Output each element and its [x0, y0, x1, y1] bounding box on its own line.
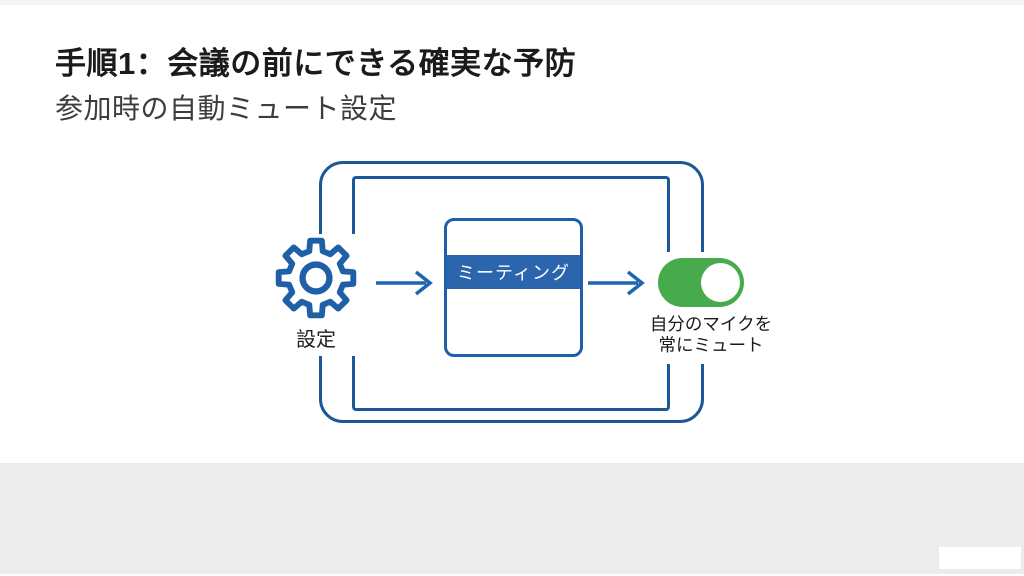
meeting-node: ミーティング [444, 218, 583, 357]
toggle-label-line1: 自分のマイクを [649, 314, 773, 334]
gear-icon [275, 237, 357, 319]
arrow-right-icon [588, 270, 645, 296]
logo-placeholder [939, 547, 1021, 569]
toggle-label-line2: 常にミュート [658, 335, 764, 355]
meeting-label: ミーティング [447, 255, 580, 289]
footer-band [0, 463, 1024, 574]
settings-node: 設定 [270, 234, 362, 356]
toggle-label: 自分のマイクを 常にミュート [626, 314, 796, 356]
mute-toggle-node: 自分のマイクを 常にミュート [648, 252, 773, 364]
toggle-switch[interactable] [658, 258, 744, 307]
arrow-right-icon [376, 270, 433, 296]
toggle-knob-icon [701, 263, 740, 302]
settings-label: 設定 [296, 329, 336, 351]
top-edge-strip [0, 0, 1024, 5]
page-subtitle: 参加時の自動ミュート設定 [55, 93, 398, 124]
page-title: 手順1：会議の前にできる確実な予防 [55, 46, 577, 81]
